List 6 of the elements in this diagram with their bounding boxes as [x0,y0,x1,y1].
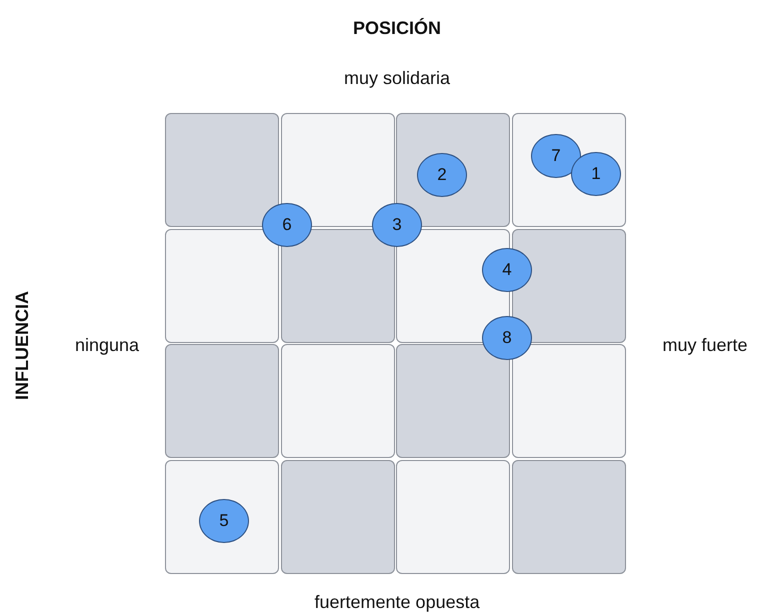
axis-title: INFLUENCIA [12,290,32,400]
axis-label: ninguna [75,334,140,356]
axis-label: muy solidaria [344,68,450,88]
axis-title: POSICIÓN [353,18,442,38]
axis-label: fuertemente opuesta [314,592,480,612]
axis-label: muy fuerte [662,334,748,356]
